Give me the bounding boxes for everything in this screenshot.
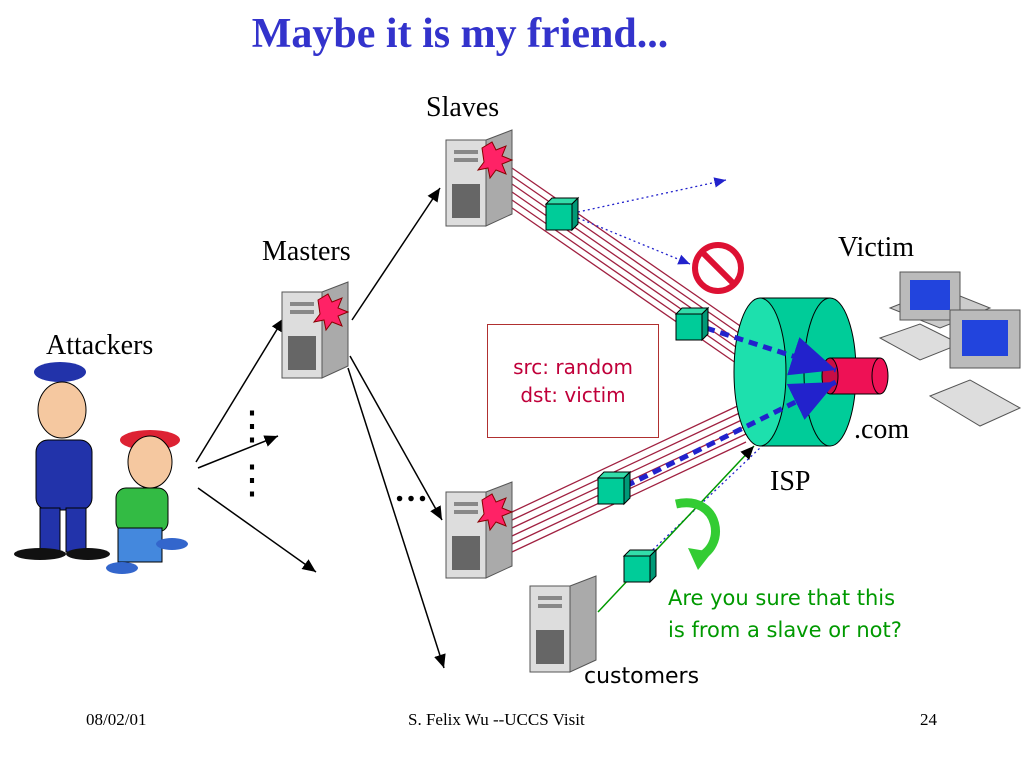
customers-label: customers	[584, 664, 700, 689]
vertical-ellipsis: ⋮	[232, 457, 272, 502]
attacker-arrows	[195, 317, 317, 573]
packet-cube	[674, 306, 710, 342]
horizontal-ellipsis: …	[394, 472, 428, 509]
slave-server-icon	[445, 129, 514, 227]
victim-pipe	[821, 357, 889, 395]
question-line-2: is from a slave or not?	[668, 618, 902, 642]
packet-info-box: src: random dst: victim	[487, 324, 659, 438]
customer-link	[597, 445, 755, 613]
slide-title: Maybe it is my friend...	[251, 11, 669, 57]
attack-paths	[624, 325, 838, 489]
no-entry-icon	[692, 242, 744, 294]
packet-cube	[622, 548, 658, 584]
dotcom-label: .com	[854, 414, 910, 445]
attackers-illustration	[14, 362, 188, 574]
master-arrows	[347, 187, 446, 669]
slaves-label: Slaves	[426, 92, 500, 123]
question-line-1: Are you sure that this	[668, 586, 896, 610]
attackers-label: Attackers	[46, 330, 154, 361]
footer-center: S. Felix Wu --UCCS Visit	[408, 710, 585, 729]
footer-date: 08/02/01	[86, 710, 147, 729]
victim-computer-icon	[928, 309, 1022, 427]
packet-dst: dst: victim	[520, 383, 626, 407]
master-server-icon	[281, 281, 350, 379]
customer-server-icon	[529, 575, 597, 673]
question-text: Are you sure that this is from a slave o…	[668, 582, 968, 646]
dotted-arrows	[577, 177, 841, 561]
packet-cube	[596, 470, 632, 506]
loop-arrow-icon	[675, 498, 720, 570]
masters-label: Masters	[262, 236, 351, 267]
isp-label: ISP	[770, 466, 811, 497]
slave-server-icon	[445, 481, 514, 579]
packet-cube	[544, 196, 580, 232]
footer-page-number: 24	[920, 710, 937, 729]
victim-label: Victim	[838, 232, 915, 263]
vertical-ellipsis: ⋮	[232, 403, 272, 448]
packet-src: src: random	[513, 355, 633, 379]
